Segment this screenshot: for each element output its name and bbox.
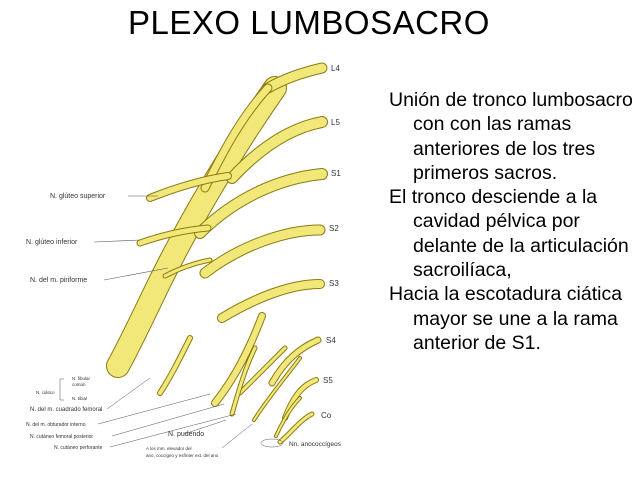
nerve-labels: N. glúteo superior N. glúteo inferior N.… [26,193,342,458]
slide-title: PLEXO LUMBOSACRO [128,4,490,41]
label-obturador-interno: N. del m. obturador interno [26,422,86,428]
branch-gluteo-inferior [137,225,211,246]
branch-piriforme [163,258,212,278]
level-l4: L4 [331,64,340,73]
branch-elevador [253,357,301,421]
label-pudendo: N. pudendo [168,431,204,438]
label-cutaneo-femoral-posterior: N. cutáneo femoral posterior [30,434,93,440]
paragraph-1: Unión de tronco lumbosacro con con las r… [389,89,633,184]
level-l5: L5 [331,118,340,127]
root-co [278,412,314,444]
branch-pudendo-2 [238,346,287,395]
level-s3: S3 [329,279,339,288]
label-ciatico: N. ciático [36,390,55,395]
sciatic-trunk [107,77,286,377]
label-fibular-2: común [72,382,86,387]
label-gluteo-superior: N. glúteo superior [50,193,106,200]
plexus-illustration: L4 L5 S1 S2 S3 S4 S5 Co N. glúteo superi… [26,62,342,458]
branch-perforante [230,346,257,416]
paragraph-3: Hacia la escotadura ciática mayor se une… [389,283,623,354]
level-s1: S1 [331,169,341,178]
label-anococcigeos: Nn. anococcígeos [289,441,342,448]
level-labels: L4 L5 S1 S2 S3 S4 S5 Co [321,64,341,420]
nerve-trunks [106,62,328,445]
label-fibular: N. fibular [72,376,91,381]
branch-anococcigeo [275,397,301,437]
paragraph-2: El tronco desciende a la cavidad pélvica… [389,186,629,282]
root-s4 [269,337,321,386]
level-s2: S2 [329,224,339,233]
label-elevador-ano-1: A los mm. elevador del [146,446,192,451]
root-s3 [218,280,324,322]
branch-gluteo-superior [147,173,231,201]
branch-cutaneo [158,336,192,395]
level-s4: S4 [326,336,336,345]
root-l5 [227,117,327,183]
label-cuadrado-femoral: N. del m. cuadrado femoral [30,407,102,413]
body-text: Unión de tronco lumbosacro con con las r… [389,88,634,355]
root-s1 [195,169,327,238]
branch-pudendo [212,313,265,406]
label-piriforme: N. del m. piriforme [30,277,87,284]
label-elevador-ano-2: ano, coccígeo y esfínter ext. del ano [146,453,219,458]
level-s5: S5 [323,376,333,385]
lumbosacral-plexus-diagram: L4 L5 S1 S2 S3 S4 S5 Co N. glúteo superi… [0,48,380,479]
label-cutaneo-perforante: N. cutáneo perforante [54,445,103,451]
label-tibial: N. tibial [72,396,87,401]
root-s2 [200,225,325,278]
label-gluteo-inferior: N. glúteo inferior [26,239,78,246]
level-co: Co [321,411,332,420]
root-s2-outline [199,224,326,279]
